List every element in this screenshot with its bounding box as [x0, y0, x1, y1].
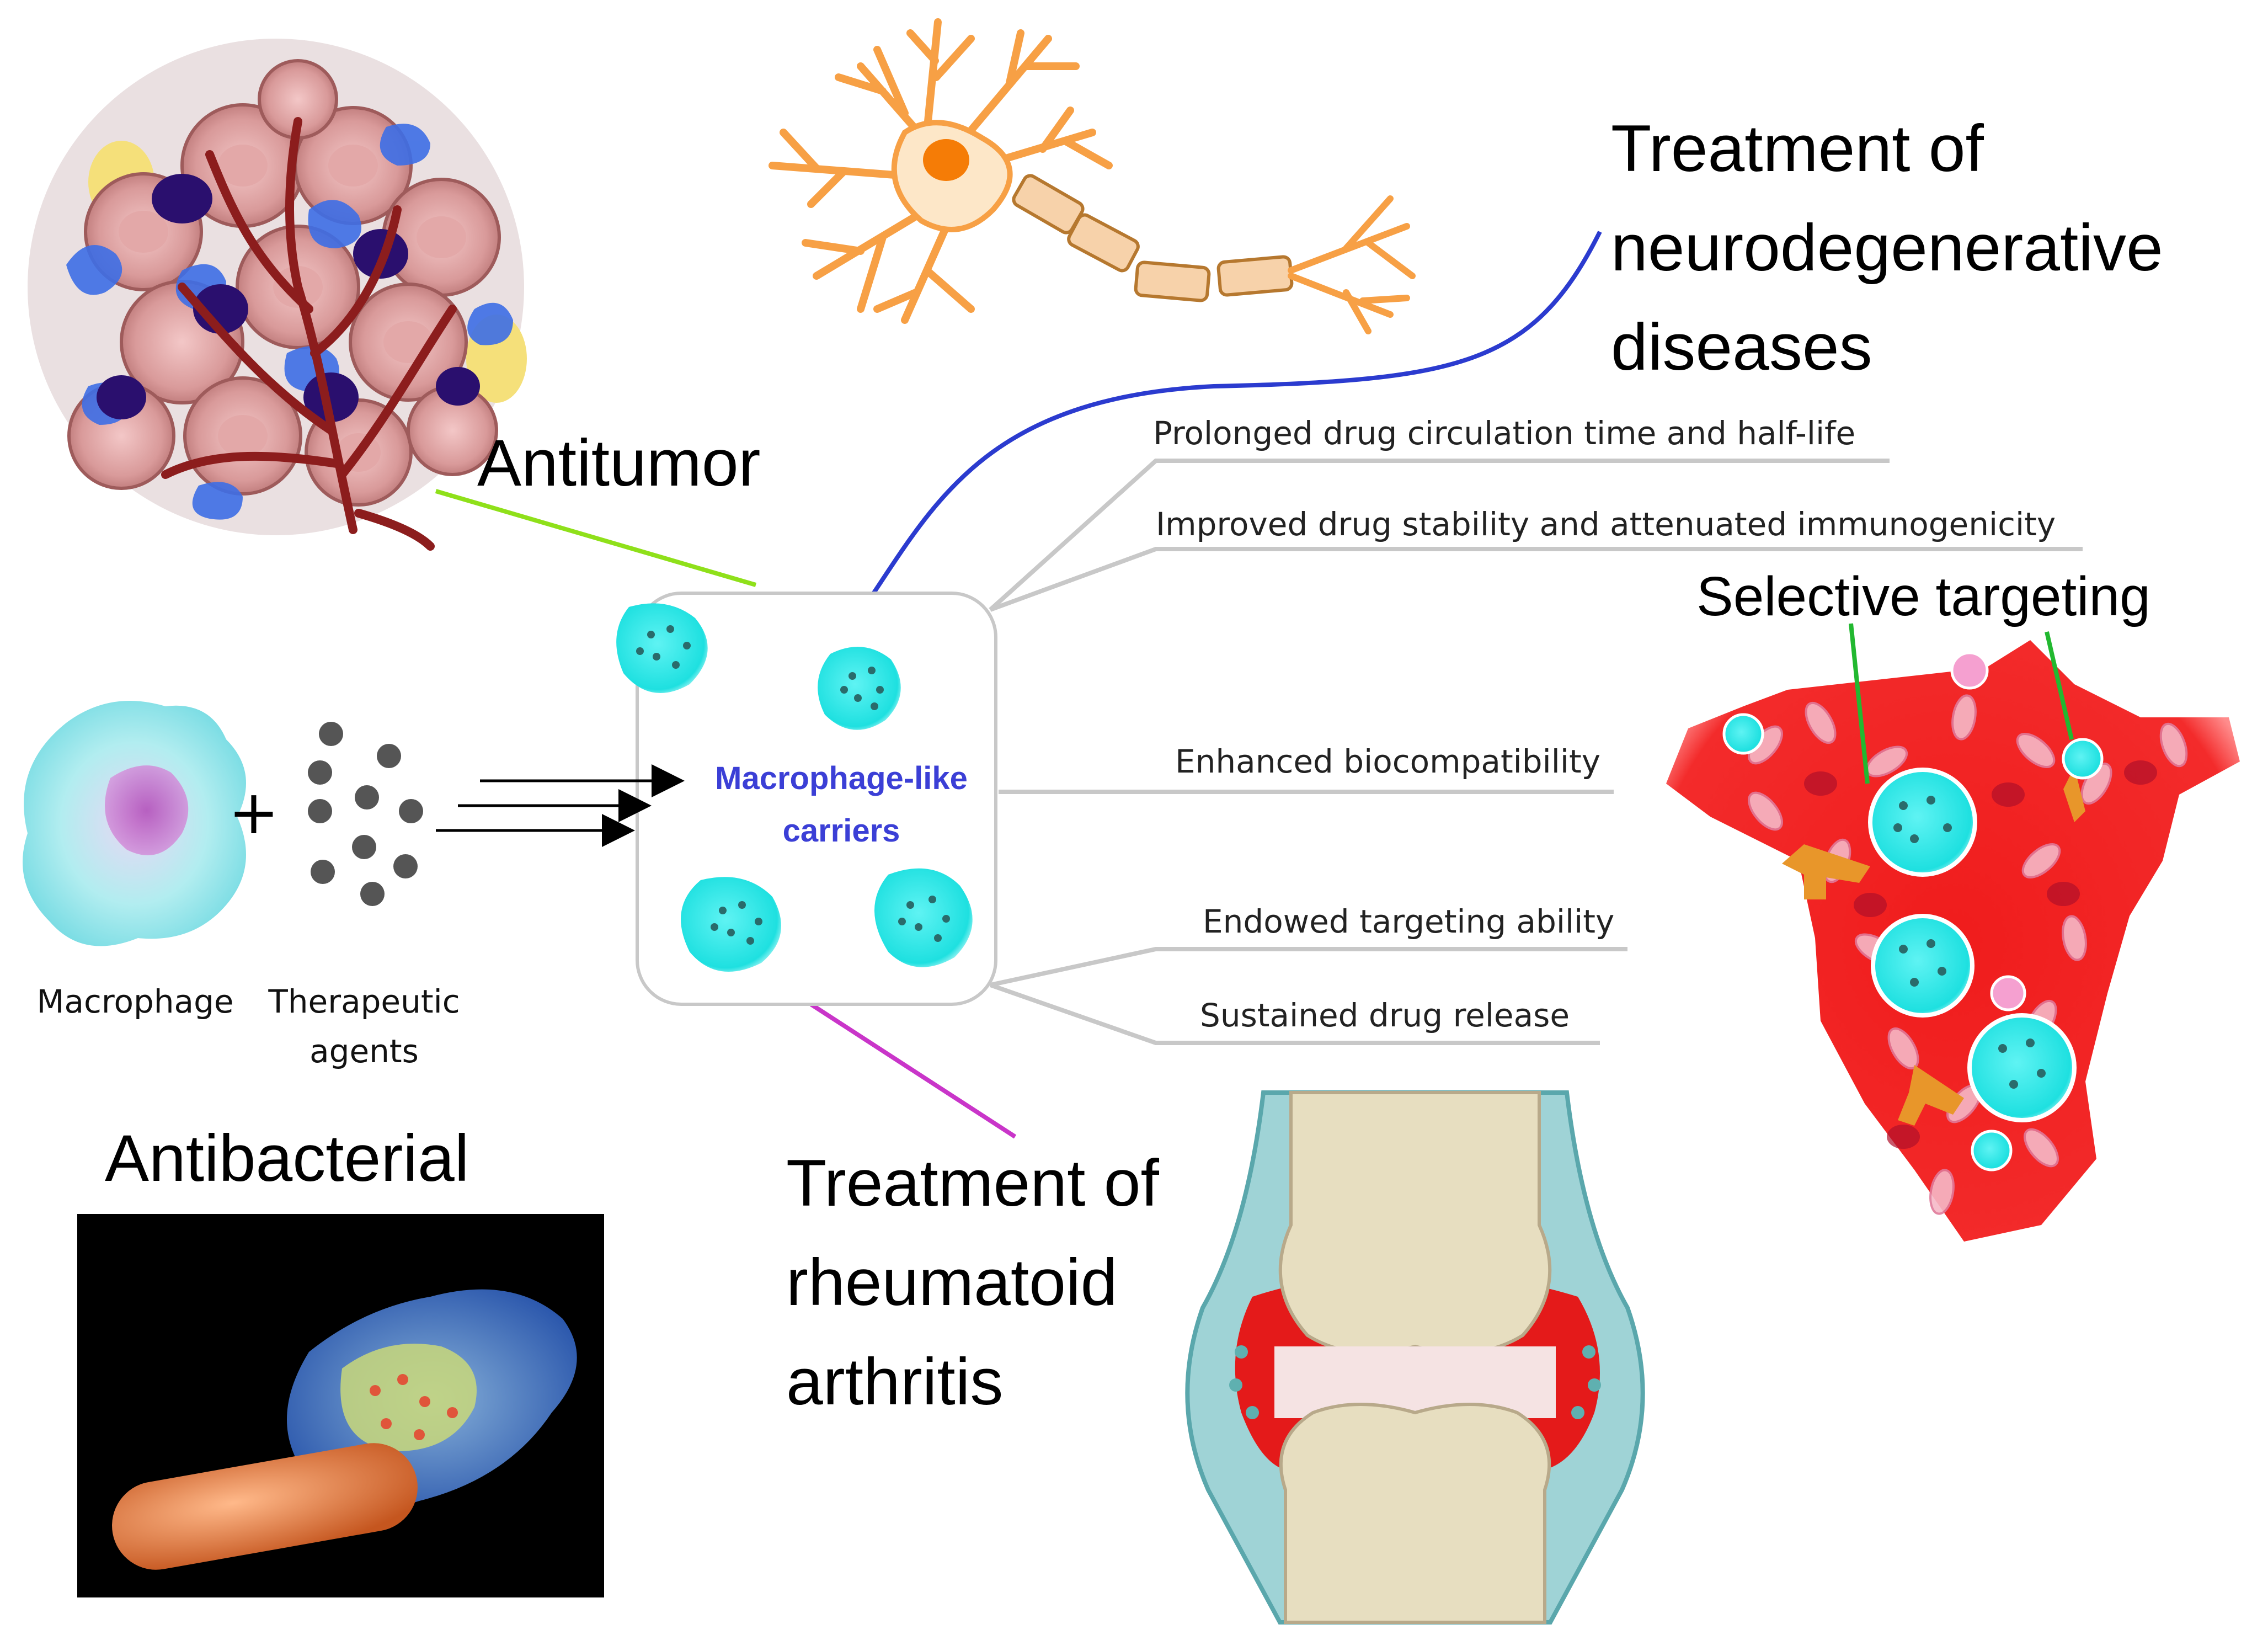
- carrier-particle: [818, 647, 901, 730]
- macrophage-illustration: [23, 701, 246, 946]
- feature-connector-5: [989, 983, 1600, 1045]
- macrophage-label: Macrophage: [36, 983, 233, 1020]
- feature-text-2: Improved drug stability and attenuated i…: [1156, 505, 2056, 543]
- feature-text-3: Enhanced biocompatibility: [1175, 743, 1600, 780]
- ra-connector: [809, 1002, 1017, 1139]
- joint-illustration: [1185, 1090, 1645, 1625]
- antitumor-connector: [435, 489, 757, 587]
- carrier-particle: [874, 868, 973, 967]
- tissue-illustration: [1666, 623, 2240, 1242]
- feature-connector-1: [989, 459, 1890, 611]
- ra-label-line2: rheumatoid: [786, 1245, 1117, 1319]
- targeting-label: Selective targeting: [1696, 566, 2150, 627]
- bacteria-illustration: [77, 1214, 604, 1597]
- carrier-title-line2: carriers: [783, 813, 900, 849]
- neuro-connector: [869, 231, 1602, 598]
- agents-label-line1: Therapeutic: [268, 983, 460, 1020]
- input-arrows: [436, 764, 685, 847]
- carrier-particle: [681, 877, 781, 972]
- neuro-label-line1: Treatment of: [1611, 111, 1984, 185]
- antitumor-label: Antitumor: [477, 426, 761, 500]
- targeting-particle: [1722, 713, 2104, 1171]
- agents-label-line2: agents: [309, 1032, 419, 1070]
- therapeutic-agents-dots: [308, 722, 423, 906]
- receptor-marker: [1782, 767, 2085, 1126]
- connector-lines: [435, 231, 2083, 1139]
- feature-connector-2: [989, 547, 2083, 612]
- feature-connector-4: [990, 947, 1627, 987]
- feature-text-4: Endowed targeting ability: [1203, 903, 1614, 940]
- feature-text-1: Prolonged drug circulation time and half…: [1153, 414, 1855, 452]
- neuron-illustration: [769, 18, 1416, 334]
- tumor-illustration: [28, 39, 527, 551]
- plus-sign: +: [228, 777, 279, 848]
- ra-label-line1: Treatment of: [786, 1146, 1159, 1220]
- carrier-title-line1: Macrophage-like: [715, 760, 968, 796]
- neuro-label-line2: neurodegenerative: [1611, 211, 2163, 285]
- neuro-label-line3: diseases: [1611, 310, 1872, 384]
- antibacterial-label: Antibacterial: [105, 1121, 469, 1195]
- feature-text-5: Sustained drug release: [1200, 997, 1570, 1034]
- carrier-particle: [616, 603, 708, 693]
- carrier-box: Macrophage-like carriers: [616, 592, 997, 1006]
- ra-label-line3: arthritis: [786, 1345, 1003, 1419]
